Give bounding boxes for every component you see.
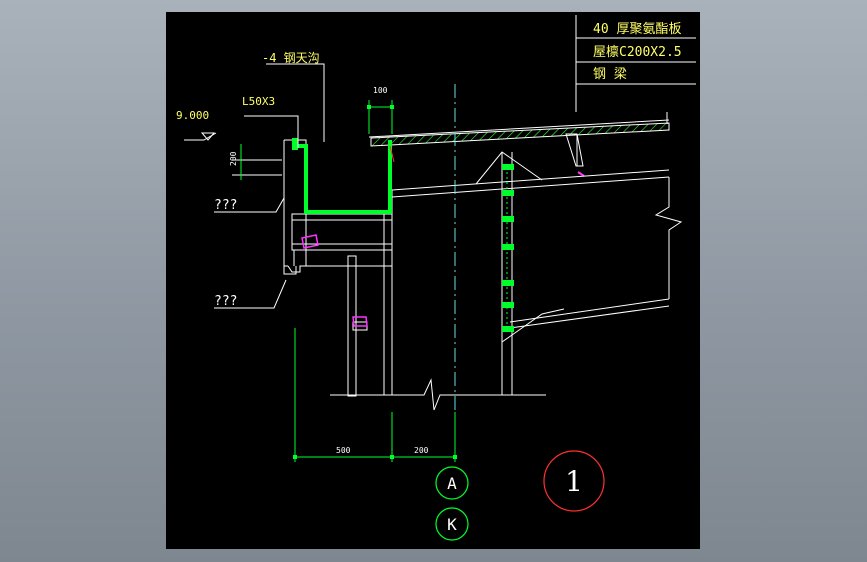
axis-marker-a: A <box>435 466 469 500</box>
column-with-bolts <box>501 152 514 395</box>
elevation-marker <box>200 132 216 141</box>
gutter-support <box>283 139 546 411</box>
unknown-label-upper: ??? <box>214 198 237 213</box>
title-row-insulation: 40 厚聚氨酯板 <box>593 22 681 37</box>
drawing-sheet: 40 厚聚氨酯板 屋檩C200X2.5 钢 梁 <box>166 12 700 549</box>
axis-label-k: K <box>447 515 457 534</box>
axis-marker-k: K <box>435 507 469 541</box>
leader-lines <box>184 63 325 309</box>
axis-label-a: A <box>447 474 457 493</box>
unknown-label-lower: ??? <box>214 294 237 309</box>
dimension-ticks <box>293 105 457 459</box>
connector-bracket-upper <box>301 234 319 249</box>
dim-height-200: 200 <box>229 151 238 166</box>
title-row-steel-beam: 钢 梁 <box>593 67 627 82</box>
angle-label: L50X3 <box>242 95 275 108</box>
elevation-label: 9.000 <box>176 109 209 122</box>
dim-gutter-width: 100 <box>373 86 388 95</box>
bolt-group <box>502 164 514 332</box>
detail-number-marker: 1 <box>543 450 605 512</box>
steel-beam <box>391 151 683 343</box>
purlin <box>565 133 585 177</box>
dim-span-200: 200 <box>414 446 429 455</box>
gutter-label: -4 钢天沟 <box>262 51 320 65</box>
roof-panel <box>368 112 670 147</box>
detail-number: 1 <box>565 465 583 498</box>
cad-detail-drawing: 40 厚聚氨酯板 屋檩C200X2.5 钢 梁 <box>176 15 696 541</box>
dimension-lines <box>240 100 456 462</box>
title-block <box>575 15 696 112</box>
dim-span-500: 500 <box>336 446 351 455</box>
gutter-edge-marker <box>389 145 395 163</box>
steel-gutter <box>292 138 392 214</box>
connector-bracket-lower <box>352 316 368 327</box>
title-row-purlin: 屋檩C200X2.5 <box>593 45 682 60</box>
